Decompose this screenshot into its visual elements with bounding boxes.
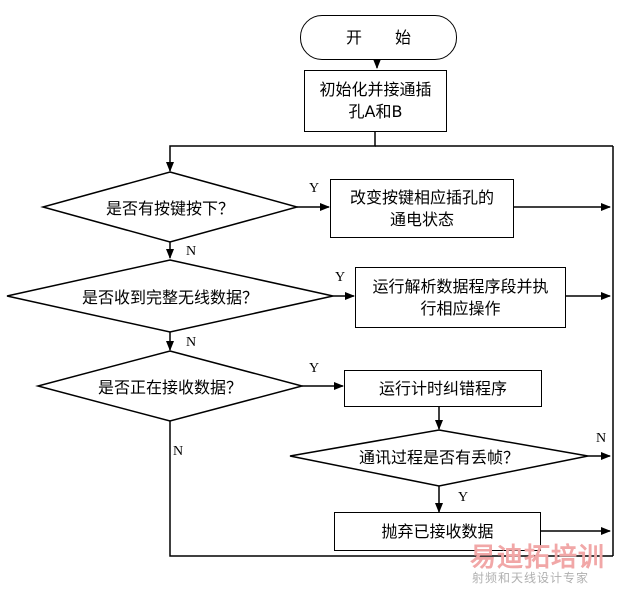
label-key-no: N (186, 244, 197, 259)
decision-wireless-shape (6, 259, 334, 333)
label-wireless-yes: Y (335, 270, 346, 285)
label-wireless-no: N (186, 335, 197, 350)
label-key-yes: Y (309, 181, 320, 196)
start-terminal: 开 始 (300, 15, 457, 60)
watermark-tagline: 射频和天线设计专家 (472, 571, 590, 585)
init-process: 初始化并接通插 孔A和B (304, 70, 447, 132)
decision-receiving-text: 是否正在接收数据？ (97, 378, 242, 397)
discard-process: 抛弃已接收数据 (334, 512, 541, 551)
arrow-init-to-key-decision (166, 132, 376, 172)
label-lost-yes: Y (458, 490, 469, 505)
decision-key-text: 是否有按键按下？ (105, 199, 234, 218)
label-lost-no: N (596, 431, 607, 446)
line-receiving-no (169, 420, 613, 557)
parse-process: 运行解析数据程序段并执 行相应操作 (355, 267, 566, 328)
decision-receiving-shape (35, 350, 305, 422)
decision-lost-text: 通讯过程是否有丢帧？ (358, 448, 519, 467)
label-receiving-yes: Y (309, 361, 320, 376)
watermark-logo-text: 易迪拓培训 (470, 543, 606, 573)
decision-key-shape (40, 171, 300, 243)
decision-lost-shape (289, 429, 589, 487)
timer-process: 运行计时纠错程序 (344, 370, 542, 407)
key-action-process: 改变按键相应插孔的 通电状态 (330, 179, 514, 238)
label-receiving-no: N (173, 444, 184, 459)
decision-wireless-text: 是否收到完整无线数据？ (81, 288, 258, 307)
